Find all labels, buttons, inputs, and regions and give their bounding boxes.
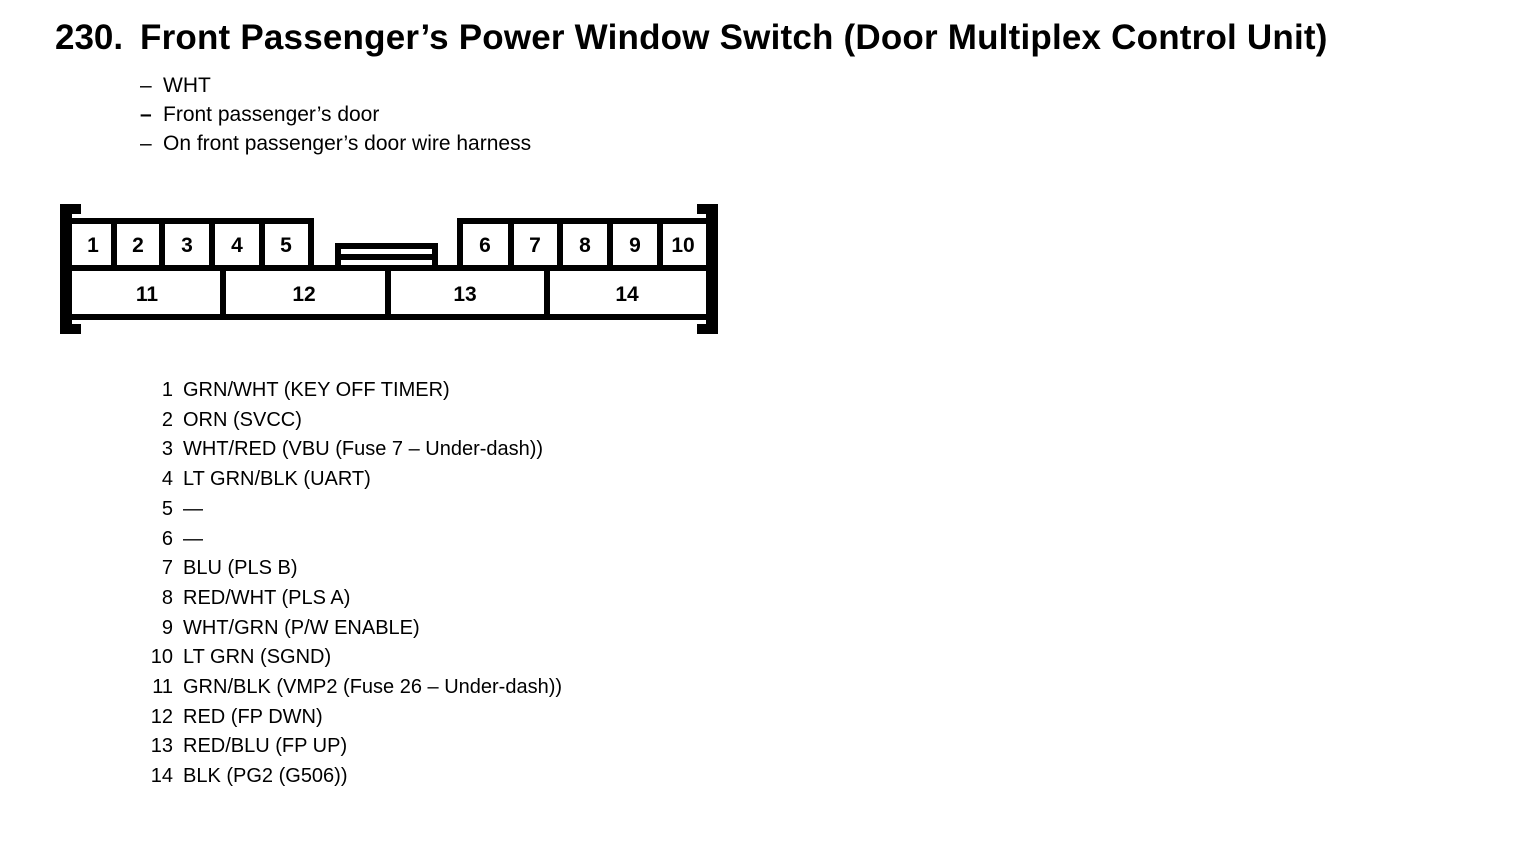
pin-number: 2	[161, 408, 173, 431]
pin-description: LT GRN/BLK (UART)	[183, 468, 371, 491]
pin-description: ORN (SVCC)	[183, 408, 302, 431]
note-text: On front passenger’s door wire harness	[163, 132, 532, 155]
pinout-row: 5 —	[140, 495, 562, 525]
pin-cell-4-label: 4	[231, 234, 243, 257]
note-text: WHT	[163, 74, 211, 97]
pinout-row: 8 RED/WHT (PLS A)	[140, 584, 562, 614]
pin-number: 1	[161, 379, 173, 401]
pinout-row: 3 WHT/RED (VBU (Fuse 7 – Under-dash))	[140, 435, 562, 465]
pinout-row: 7 BLU (PLS B)	[140, 554, 562, 584]
pinout-row: 6 —	[140, 525, 562, 555]
pin-cell-8-label: 8	[579, 234, 591, 257]
dash-bullet: –	[140, 132, 152, 155]
pinout-row: 1 GRN/WHT (KEY OFF TIMER)	[140, 376, 562, 406]
pin-description: RED/WHT (PLS A)	[183, 586, 351, 609]
pin-description: WHT/RED (VBU (Fuse 7 – Under-dash))	[183, 438, 544, 461]
note-line: – Front passenger’s door	[140, 100, 531, 129]
pin-cell-9-label: 9	[629, 234, 641, 257]
pinout-list: 1 GRN/WHT (KEY OFF TIMER) 2 ORN (SVCC) 3…	[140, 376, 562, 792]
pinout-row: 12 RED (FP DWN)	[140, 703, 562, 733]
latch-tab	[335, 243, 438, 268]
pin-cell-2-label: 2	[132, 234, 144, 257]
pin-description: RED/BLU (FP UP)	[183, 735, 348, 758]
pin-number: 6	[161, 527, 173, 550]
pin-cell-6-label: 6	[479, 234, 491, 257]
pin-description: —	[183, 527, 203, 550]
pinout-row: 4 LT GRN/BLK (UART)	[140, 465, 562, 495]
pin-cell-10-label: 10	[671, 234, 694, 257]
pin-cell-13-label: 13	[453, 283, 476, 306]
left-bracket	[60, 204, 81, 334]
pinout-row: 13 RED/BLU (FP UP)	[140, 732, 562, 762]
pin-cell-11-label: 11	[136, 283, 159, 306]
pin-number: 12	[150, 705, 173, 728]
pin-description: LT GRN (SGND)	[183, 646, 332, 669]
pinout-row: 11 GRN/BLK (VMP2 (Fuse 26 – Under-dash))	[140, 673, 562, 703]
dash-bullet: –	[140, 74, 152, 97]
pin-description: GRN/BLK (VMP2 (Fuse 26 – Under-dash))	[183, 676, 563, 699]
page-title: 230. Front Passenger’s Power Window Swit…	[55, 18, 1328, 58]
note-line: – WHT	[140, 71, 531, 100]
pin-number: 5	[161, 497, 173, 520]
section-title: Front Passenger’s Power Window Switch (D…	[140, 18, 1328, 57]
connector-outline	[69, 218, 713, 320]
pin-number: 10	[150, 646, 173, 669]
pin-number: 14	[150, 765, 173, 788]
connector-diagram: 1 2 3 4 5 6 7 8 9 10 11 12 13 14	[55, 200, 725, 340]
pin-number: 7	[161, 557, 173, 580]
pin-description: WHT/GRN (P/W ENABLE)	[183, 616, 420, 639]
pin-number: 13	[150, 735, 173, 758]
connector-notes: – WHT – Front passenger’s door – On fron…	[140, 71, 531, 158]
pinout-row: 2 ORN (SVCC)	[140, 406, 562, 436]
pin-number: 11	[152, 676, 173, 699]
dash-bullet: –	[140, 103, 152, 126]
pin-cell-5-label: 5	[280, 234, 292, 257]
note-line: – On front passenger’s door wire harness	[140, 129, 531, 158]
pin-cell-14-label: 14	[615, 283, 639, 306]
pin-description: BLK (PG2 (G506))	[183, 765, 348, 788]
pin-number: 4	[161, 468, 173, 491]
pin-description: RED (FP DWN)	[183, 705, 323, 728]
pin-description: —	[183, 497, 203, 520]
pin-cell-7-label: 7	[529, 234, 541, 257]
pinout-row: 10 LT GRN (SGND)	[140, 643, 562, 673]
pinout-row: 9 WHT/GRN (P/W ENABLE)	[140, 614, 562, 644]
pin-description: GRN/WHT (KEY OFF TIMER)	[183, 379, 450, 401]
section-number: 230.	[55, 18, 124, 57]
pin-cell-3-label: 3	[181, 234, 193, 257]
pinout-row: 14 BLK (PG2 (G506))	[140, 762, 562, 792]
pin-cell-12-label: 12	[292, 283, 315, 306]
pin-number: 3	[161, 438, 173, 461]
pin-number: 8	[161, 586, 173, 609]
pin-description: BLU (PLS B)	[183, 557, 298, 580]
pin-cell-1-label: 1	[87, 234, 99, 257]
note-text: Front passenger’s door	[163, 103, 380, 126]
pin-number: 9	[161, 616, 173, 639]
